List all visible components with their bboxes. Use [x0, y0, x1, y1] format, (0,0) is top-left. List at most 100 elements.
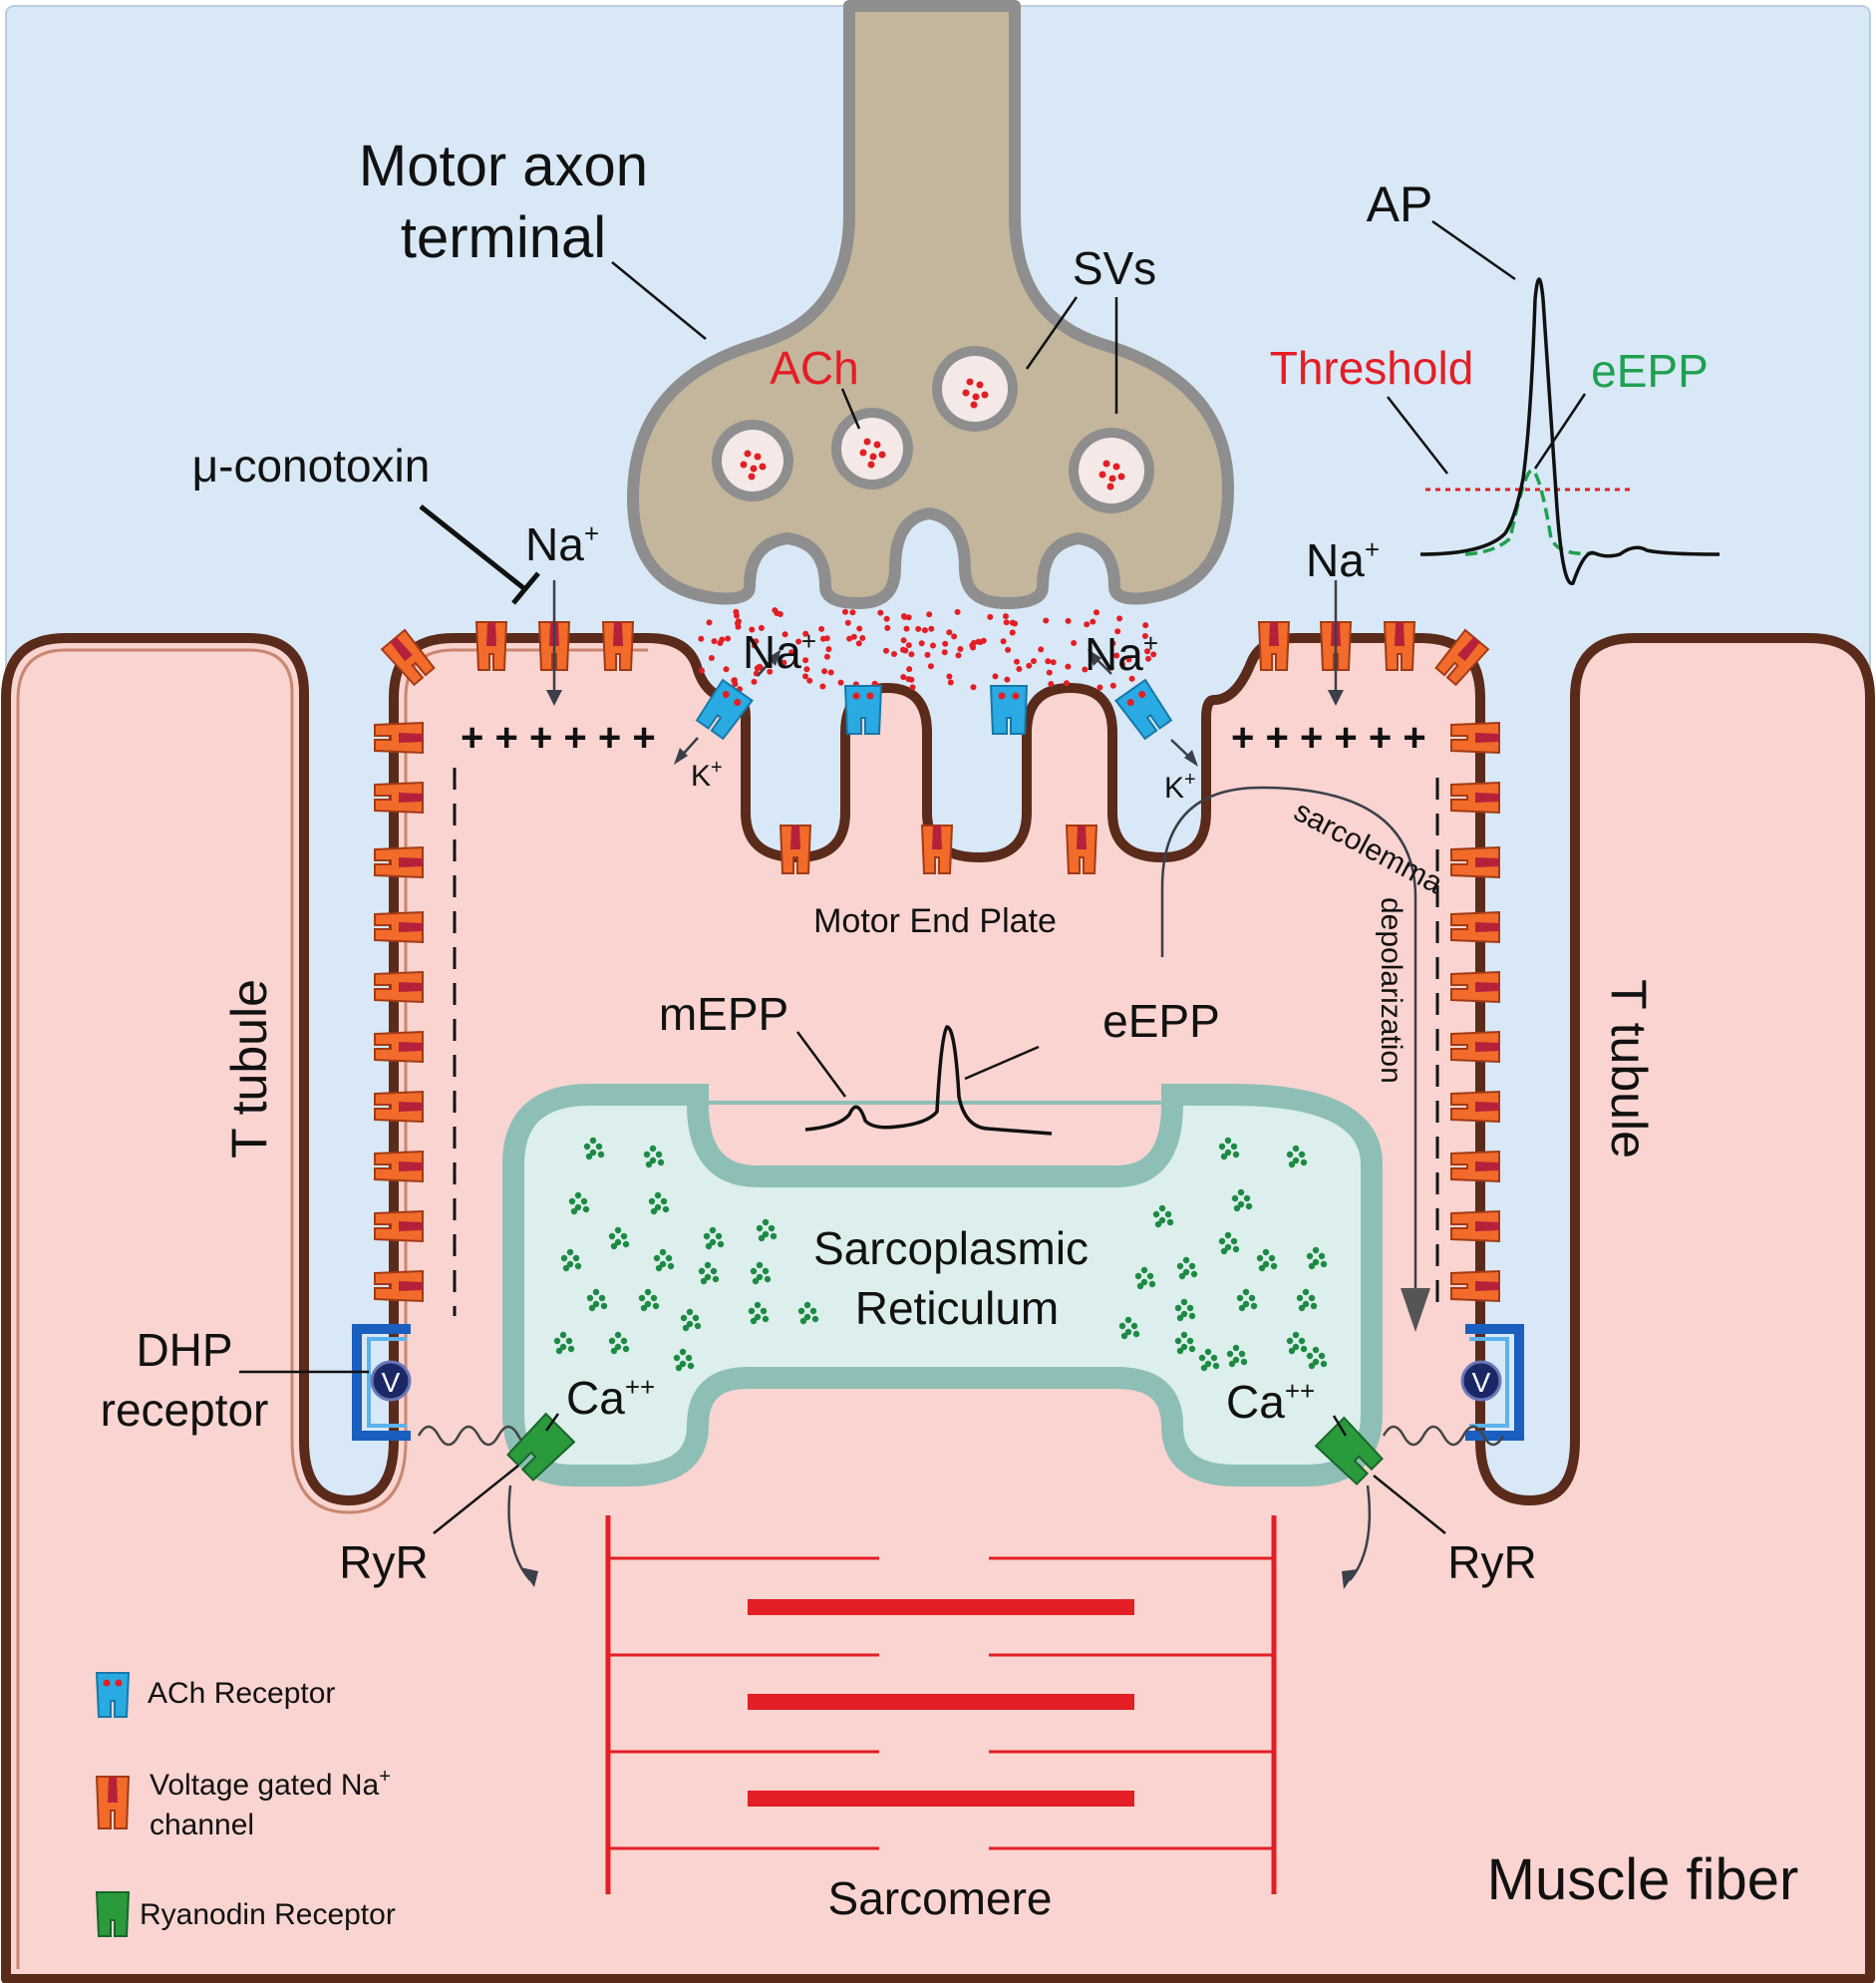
voltage-gated-na-channel: [1450, 1269, 1500, 1303]
ach-label: ACh: [770, 342, 858, 394]
legend-na-channel-text-2: channel: [150, 1809, 254, 1841]
ach-molecule: [1003, 613, 1009, 620]
eepp-leader: [964, 1045, 1040, 1081]
calcium-ion-cluster: [1174, 1331, 1196, 1355]
calcium-ion-cluster: [643, 1145, 665, 1168]
calcium-ions: [553, 1137, 1328, 1372]
voltage-gated-na-channel: [374, 1209, 424, 1243]
action-potential-inset: AP Threshold eEPP: [1270, 176, 1720, 585]
ach-molecule: [918, 640, 925, 647]
ach-molecule: [900, 646, 906, 653]
synaptic-vesicle: [932, 346, 1018, 432]
ryanodine-receptor-icon: [95, 1891, 131, 1937]
dhp-receptor-right: V: [1460, 1324, 1524, 1441]
voltage-gated-na-channel: [1450, 1150, 1500, 1183]
ca-label-left: Ca++: [566, 1372, 655, 1424]
voltage-gated-na-channel: [374, 1150, 424, 1183]
ach-molecule: [1050, 659, 1057, 666]
ach-molecule: [1000, 638, 1007, 645]
calcium-ion-cluster: [673, 1348, 695, 1372]
legend-na-channel-text-1: Voltage gated Na+: [150, 1766, 391, 1802]
released-ach-molecules: [698, 607, 1157, 693]
k-label-right: K+: [1164, 769, 1196, 805]
calcium-ion-cluster: [698, 1261, 720, 1285]
ca-leader-right: [1332, 1415, 1348, 1437]
ach-molecule: [947, 679, 954, 686]
ach-molecule: [1046, 669, 1053, 676]
legend-ach-receptor-text: ACh Receptor: [148, 1677, 335, 1710]
motor-axon-leader: [611, 261, 707, 340]
ach-molecule: [1026, 662, 1033, 669]
calcium-ion-cluster: [1236, 1288, 1258, 1312]
ach-molecule: [970, 644, 977, 651]
ach-molecule: [951, 633, 958, 640]
sr-label-2: Reticulum: [855, 1282, 1060, 1334]
action-potential-trace: [1419, 277, 1720, 585]
calcium-ion-cluster: [553, 1331, 575, 1355]
ach-receptors: [695, 678, 1173, 741]
ryr-leader-right: [1373, 1475, 1446, 1534]
calcium-ion-cluster: [1306, 1246, 1328, 1270]
voltage-gated-na-channel: [380, 628, 436, 687]
calcium-ion-cluster: [1118, 1316, 1140, 1340]
ach-molecule: [772, 607, 779, 614]
calcium-ion-cluster: [1306, 1346, 1328, 1370]
calcium-ion-cluster: [638, 1288, 660, 1312]
calcium-ion-cluster: [1198, 1348, 1220, 1372]
ach-molecule: [802, 673, 808, 680]
dhp-ryr-coupling-right: [1382, 1425, 1505, 1447]
voltage-gated-na-channel: [1450, 970, 1500, 1004]
ach-molecule: [928, 625, 935, 632]
voltage-gated-na-channel: [374, 1030, 424, 1064]
ach-molecule: [735, 623, 742, 630]
ach-molecule: [883, 647, 889, 654]
voltage-gated-na-channel: [1450, 1209, 1500, 1243]
ach-molecule: [823, 635, 830, 642]
plus-signs-left: + + + + + +: [461, 716, 656, 760]
ach-molecule: [827, 669, 834, 676]
ach-molecule: [877, 609, 884, 616]
ach-molecule: [955, 652, 962, 659]
ach-molecule: [767, 668, 774, 675]
ach-molecule: [915, 625, 922, 632]
voltage-gated-na-channel: [1450, 845, 1500, 879]
ach-molecule: [1144, 648, 1150, 655]
voltage-gated-na-channel: [1065, 825, 1098, 874]
ach-molecule: [757, 663, 763, 670]
ach-molecule: [1125, 656, 1132, 663]
voltage-gated-na-channel: [1450, 910, 1500, 944]
ach-molecule: [711, 638, 718, 645]
voltage-gated-na-channel: [601, 621, 635, 671]
ach-receptor: [695, 678, 754, 741]
ach-molecule: [844, 619, 851, 626]
mu-conotoxin-label: μ-conotoxin: [192, 440, 431, 492]
mu-conotoxin-block-line: [419, 504, 528, 592]
voltage-gated-na-channel: [374, 910, 424, 944]
ach-molecule: [1141, 633, 1148, 639]
ach-molecule: [818, 625, 825, 632]
ach-molecule: [992, 673, 999, 680]
ach-molecule: [1116, 615, 1123, 622]
ach-molecule: [924, 651, 931, 658]
plus-signs-right: + + + + + +: [1231, 716, 1426, 760]
calcium-ion-cluster: [1134, 1266, 1156, 1290]
ach-molecule: [1090, 618, 1096, 625]
svs-label: SVs: [1073, 242, 1156, 294]
voltage-gated-na-channel: [1450, 1030, 1500, 1064]
ach-molecule: [782, 631, 788, 638]
na-label-left: Na+: [525, 518, 599, 570]
ach-molecule: [856, 625, 863, 632]
ach-molecule: [821, 668, 828, 675]
ach-molecule: [1114, 628, 1121, 635]
ach-molecule: [891, 651, 897, 657]
ach-molecule: [731, 677, 738, 684]
ach-molecule: [753, 638, 760, 645]
voltage-gated-na-channel: [374, 781, 424, 815]
ap-label: AP: [1367, 176, 1433, 232]
na-label-endplate-left: Na+: [743, 626, 816, 678]
calcium-ion-cluster: [608, 1226, 630, 1250]
ach-molecule: [788, 649, 795, 656]
calcium-ion-cluster: [1152, 1204, 1174, 1228]
threshold-leader: [1387, 396, 1448, 475]
